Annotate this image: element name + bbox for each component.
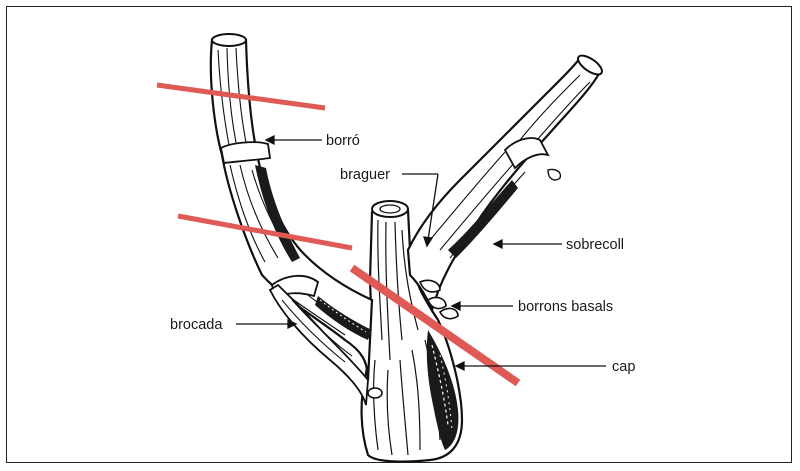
label-braguer: braguer bbox=[340, 167, 390, 183]
label-brocada: brocada bbox=[170, 317, 223, 333]
left-arm bbox=[211, 34, 372, 405]
label-borro: borró bbox=[326, 133, 360, 149]
label-borrons-basals: borrons basals bbox=[518, 299, 613, 315]
label-cap: cap bbox=[612, 359, 635, 375]
label-sobrecoll: sobrecoll bbox=[566, 237, 624, 253]
right-arm bbox=[408, 52, 605, 319]
